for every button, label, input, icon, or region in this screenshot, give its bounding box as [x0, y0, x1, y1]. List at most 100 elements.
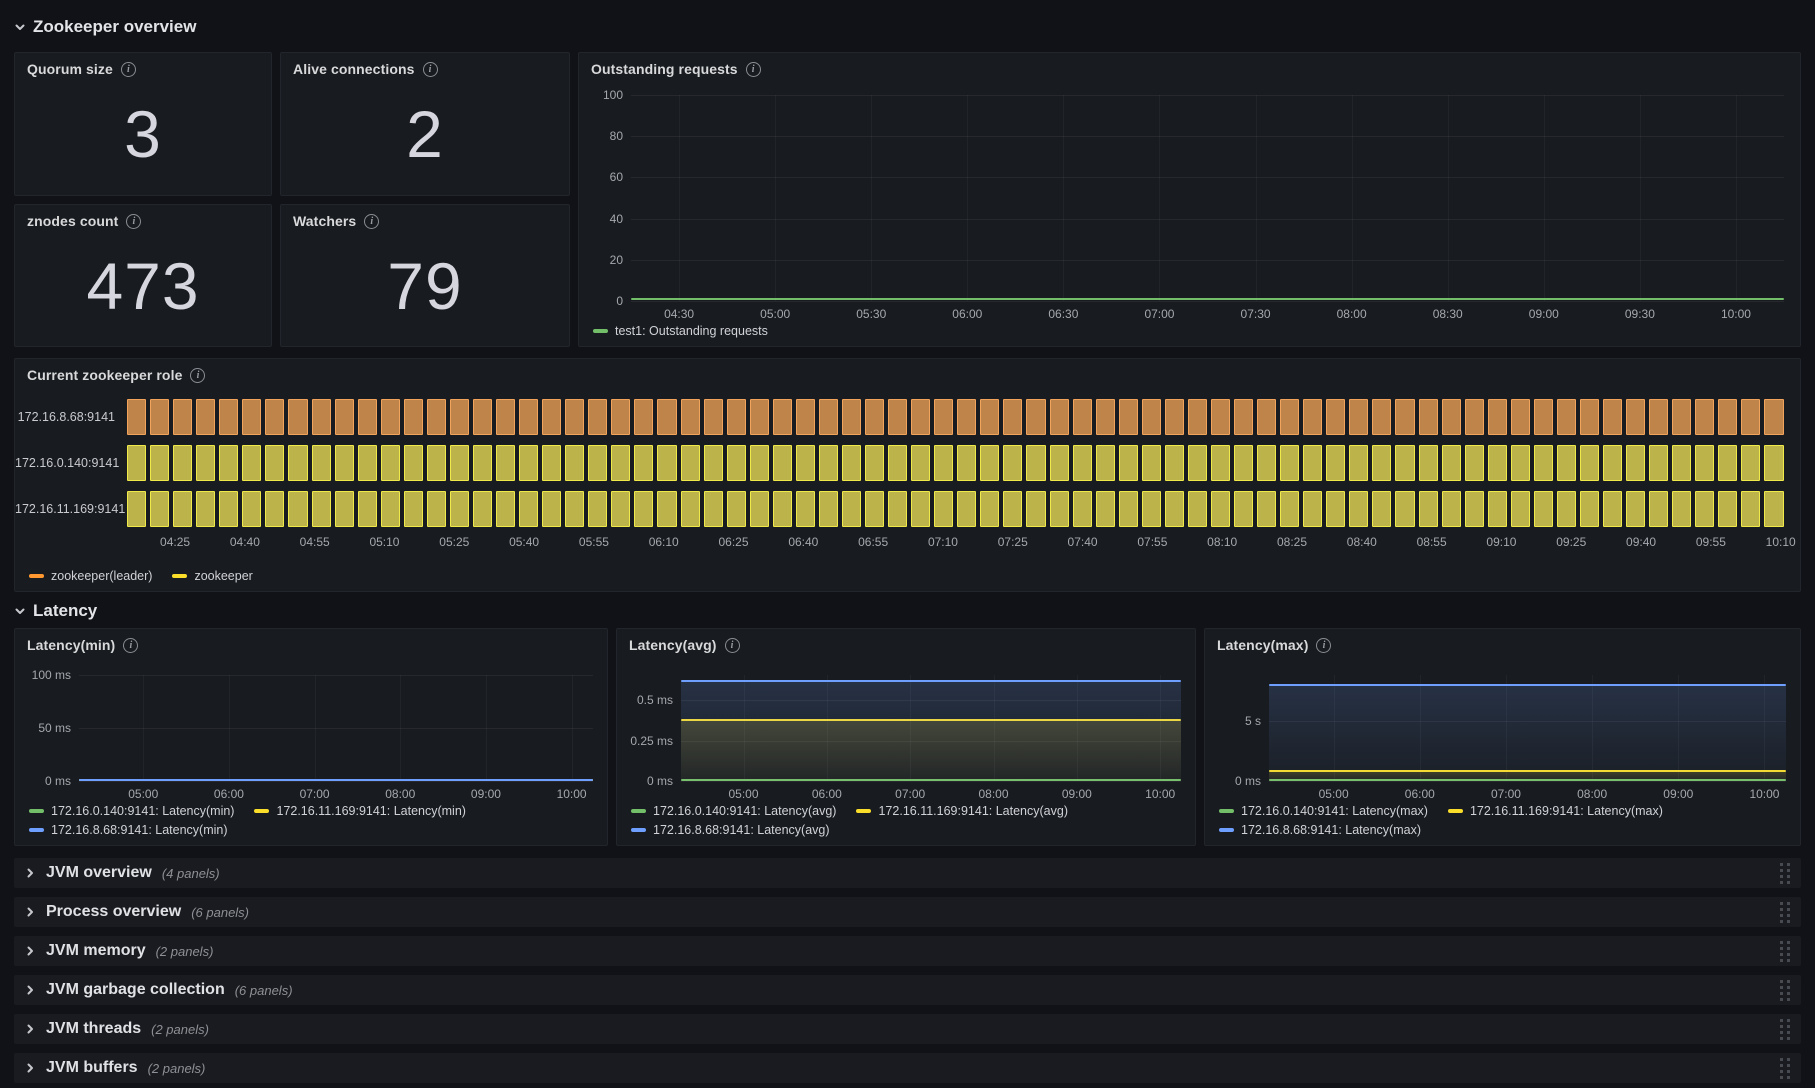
state-bar	[1556, 399, 1576, 435]
state-bar	[1095, 491, 1115, 527]
section-header-latency[interactable]: Latency	[14, 598, 97, 624]
panel-title: Watchers	[293, 213, 357, 229]
state-bar	[911, 399, 931, 435]
state-bar	[588, 445, 608, 481]
state-bar	[772, 445, 792, 481]
state-bar	[726, 445, 746, 481]
chart-plot-area[interactable]	[631, 95, 1784, 302]
legend-item[interactable]: 172.16.0.140:9141: Latency(max)	[1219, 804, 1428, 818]
legend-item[interactable]: 172.16.8.68:9141: Latency(min)	[29, 823, 228, 837]
legend-item[interactable]: zookeeper	[172, 569, 253, 583]
series-fill	[681, 681, 1181, 781]
v-gridline	[1735, 95, 1737, 301]
legend-item[interactable]: 172.16.11.169:9141: Latency(min)	[254, 804, 466, 818]
panel-header[interactable]: Alive connections i	[281, 53, 569, 85]
chevron-down-icon	[15, 24, 25, 30]
legend-item[interactable]: 172.16.8.68:9141: Latency(max)	[1219, 823, 1421, 837]
panel-header[interactable]: Latency(max)i	[1205, 629, 1800, 661]
drag-handle-icon[interactable]	[1779, 862, 1791, 884]
panel-header[interactable]: Watchers i	[281, 205, 569, 237]
x-tick-label: 09:30	[1624, 307, 1655, 321]
row-jvm-threads[interactable]: JVM threads (2 panels)	[14, 1014, 1801, 1044]
x-tick-label: 10:00	[556, 787, 587, 801]
state-bar	[1418, 445, 1438, 481]
legend-item[interactable]: zookeeper(leader)	[29, 569, 152, 583]
row-jvm-overview[interactable]: JVM overview (4 panels)	[14, 858, 1801, 888]
state-bar	[565, 491, 585, 527]
state-bar	[1303, 445, 1323, 481]
state-bar	[288, 445, 308, 481]
legend-item[interactable]: 172.16.0.140:9141: Latency(avg)	[631, 804, 836, 818]
panel-header[interactable]: Current zookeeper role i	[15, 359, 1800, 391]
info-icon[interactable]: i	[120, 61, 136, 77]
drag-handle-icon[interactable]	[1779, 940, 1791, 962]
state-bar	[1533, 399, 1553, 435]
state-bar	[334, 399, 354, 435]
state-bar	[1603, 491, 1623, 527]
series-line	[681, 778, 1181, 781]
chart-plot-area[interactable]	[79, 675, 593, 782]
state-bar	[1003, 491, 1023, 527]
legend-item[interactable]: test1: Outstanding requests	[593, 324, 768, 338]
state-bar	[150, 399, 170, 435]
info-icon[interactable]: i	[422, 61, 438, 77]
state-bar	[565, 399, 585, 435]
row-jvm-buffers[interactable]: JVM buffers (2 panels)	[14, 1053, 1801, 1083]
v-gridline	[228, 675, 230, 781]
panel-header[interactable]: Latency(min) i	[15, 629, 607, 661]
drag-handle-icon[interactable]	[1779, 1018, 1791, 1040]
state-bar	[611, 399, 631, 435]
timeline-bars	[127, 399, 1800, 435]
info-icon[interactable]: i	[364, 213, 380, 229]
row-process-overview[interactable]: Process overview (6 panels)	[14, 897, 1801, 927]
state-bar	[934, 491, 954, 527]
x-tick-label: 07:00	[895, 787, 926, 801]
v-gridline	[400, 675, 402, 781]
chart-plot-area[interactable]	[1269, 675, 1786, 782]
h-gridline	[79, 781, 593, 782]
v-gridline	[967, 95, 969, 301]
row-jvm-garbage-collection[interactable]: JVM garbage collection (6 panels)	[14, 975, 1801, 1005]
row-jvm-memory[interactable]: JVM memory (2 panels)	[14, 936, 1801, 966]
info-icon[interactable]: i	[126, 213, 142, 229]
state-bar	[1072, 491, 1092, 527]
panel-header[interactable]: Quorum size i	[15, 53, 271, 85]
panel-header[interactable]: znodes count i	[15, 205, 271, 237]
x-tick-label: 06:30	[1048, 307, 1079, 321]
legend-item[interactable]: 172.16.0.140:9141: Latency(min)	[29, 804, 234, 818]
panel-alive-connections: Alive connections i 2	[280, 52, 570, 196]
section-header-zookeeper-overview[interactable]: Zookeeper overview	[14, 14, 196, 40]
state-bar	[1026, 445, 1046, 481]
drag-handle-icon[interactable]	[1779, 901, 1791, 923]
legend-row: 172.16.8.68:9141: Latency(avg)	[631, 823, 1068, 837]
legend-swatch-icon	[631, 828, 646, 832]
legend-label: 172.16.11.169:9141: Latency(min)	[276, 804, 466, 818]
state-bar	[703, 445, 723, 481]
legend-item[interactable]: 172.16.11.169:9141: Latency(avg)	[856, 804, 1068, 818]
v-gridline	[1063, 95, 1065, 301]
panel-header[interactable]: Latency(avg)i	[617, 629, 1195, 661]
info-icon[interactable]: i	[190, 367, 206, 383]
state-bar	[1579, 445, 1599, 481]
info-icon[interactable]: i	[745, 61, 761, 77]
legend-item[interactable]: 172.16.8.68:9141: Latency(avg)	[631, 823, 830, 837]
state-bar	[1487, 399, 1507, 435]
v-gridline	[1419, 675, 1421, 781]
chart-plot-area[interactable]	[681, 675, 1181, 782]
timeline-row-label: 172.16.0.140:9141	[15, 456, 120, 470]
state-bar	[357, 491, 377, 527]
state-bar	[219, 445, 239, 481]
drag-handle-icon[interactable]	[1779, 979, 1791, 1001]
panel-title: Latency(min)	[27, 637, 116, 653]
panel-header[interactable]: Outstanding requests i	[579, 53, 1800, 85]
h-gridline	[631, 259, 1784, 261]
legend-item[interactable]: 172.16.11.169:9141: Latency(max)	[1447, 804, 1663, 818]
x-tick-label: 08:00	[385, 787, 416, 801]
info-icon[interactable]: i	[724, 637, 740, 653]
info-icon[interactable]: i	[123, 637, 139, 653]
drag-handle-icon[interactable]	[1779, 1057, 1791, 1079]
info-icon[interactable]: i	[1316, 637, 1332, 653]
